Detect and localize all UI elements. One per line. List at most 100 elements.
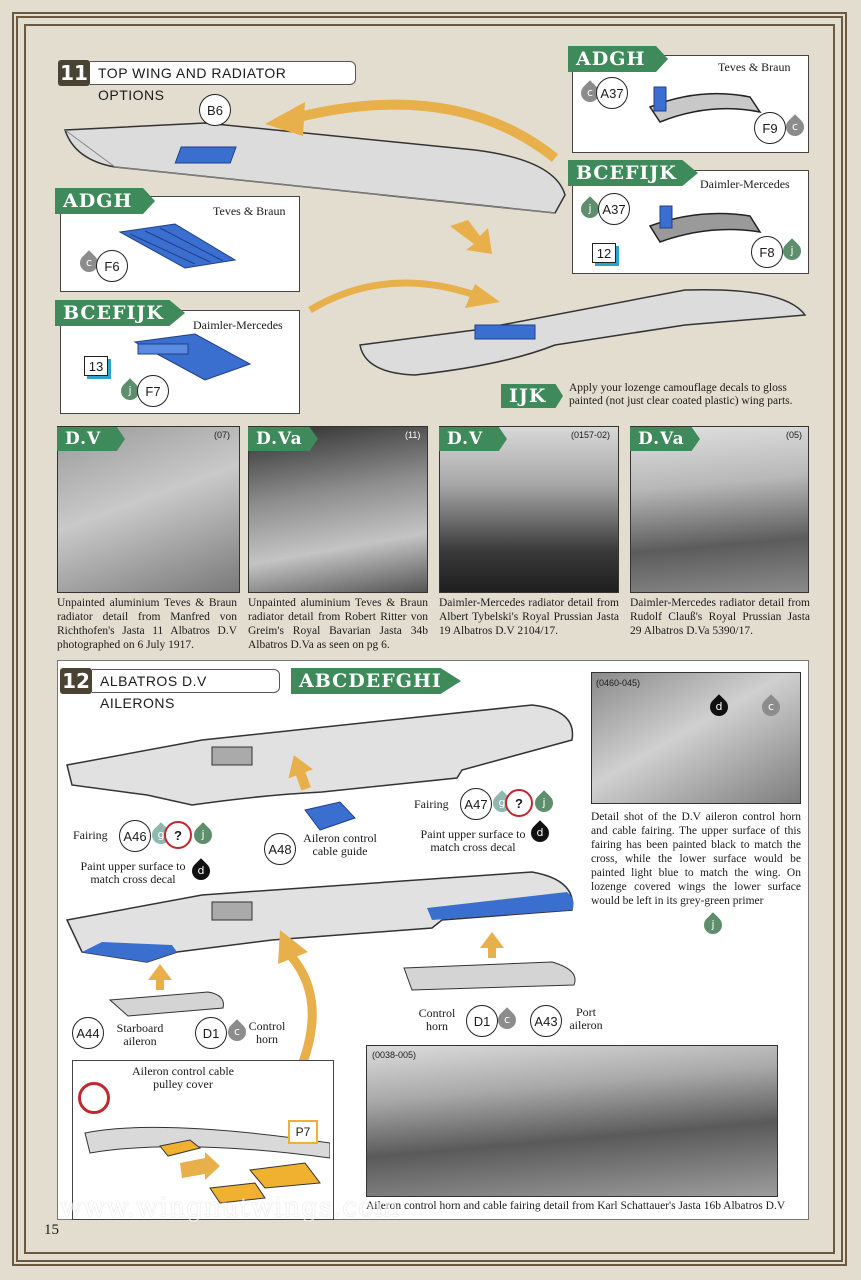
paint-left-color-d-label: d xyxy=(197,864,205,877)
part-a44-callout: A44 xyxy=(72,1017,104,1049)
photo-4-caption: Daimler-Mercedes radiator detail from Ru… xyxy=(630,597,810,637)
adgh-description: Teves & Braun xyxy=(213,204,286,218)
step-12-title: ALBATROS D.V AILERONS xyxy=(92,669,280,711)
step-11-number: 11 xyxy=(58,60,90,86)
part-a43-callout: A43 xyxy=(530,1005,562,1037)
photo-color-d-label: d xyxy=(715,700,723,713)
photo-3-caption: Daimler-Mercedes radiator detail from Al… xyxy=(439,597,619,637)
photo-4-ref: (05) xyxy=(786,430,803,440)
arrow-to-wing-underside xyxy=(308,279,500,314)
photo-2-caption: Unpainted aluminium Teves & Braun radiat… xyxy=(248,597,428,651)
pulley-cover-title: Aileron control cable pulley cover xyxy=(132,1064,234,1091)
a47-question-mark: ? xyxy=(505,789,533,817)
decal-13-callout: 13 xyxy=(84,356,108,376)
top-wing-underside-illustration xyxy=(359,288,807,376)
photo-color-c-label: c xyxy=(767,700,775,713)
part-f6-callout: F6 xyxy=(96,250,128,282)
step-11-title: TOP WING AND RADIATOR OPTIONS xyxy=(90,61,356,103)
part-b6-callout: B6 xyxy=(199,94,231,126)
lower-wing-ailerons-view xyxy=(65,871,574,963)
arrow-top-wing xyxy=(265,99,559,162)
inset2-color-j-label-2: j xyxy=(790,244,794,257)
paint-upper-right: Paint upper surface to match cross decal xyxy=(420,827,526,854)
inset1-color-c-label: c xyxy=(586,86,594,99)
step-12-number: 12 xyxy=(60,668,92,694)
teves-braun-radiator-part xyxy=(118,223,237,269)
inset1-color-c-label-2: c xyxy=(791,120,799,133)
arrow-down-right xyxy=(450,220,492,254)
part-p7-callout: P7 xyxy=(288,1120,318,1144)
control-horn-right-label: Control horn xyxy=(418,1006,456,1033)
part-a46-callout: A46 xyxy=(119,820,151,852)
ijk-tag: IJK xyxy=(501,384,563,408)
inset2-color-j-label: j xyxy=(588,202,592,215)
photo-4-tag: D.Va xyxy=(630,427,700,451)
pulley-cover-illustration xyxy=(84,1126,330,1204)
d1-right-color-c-label: c xyxy=(503,1013,511,1026)
arrow-port xyxy=(480,932,504,958)
schattauer-photo-ref: (0038-005) xyxy=(372,1050,417,1060)
a46-color-j-label: j xyxy=(201,828,205,841)
bcefijk-inset-description: Daimler-Mercedes xyxy=(700,177,790,191)
a46-color-g-label: g xyxy=(157,828,165,841)
control-horn-left-label: Control horn xyxy=(248,1019,286,1046)
adgh-tag: ADGH xyxy=(55,188,155,214)
photo-4 xyxy=(630,426,809,593)
inset2-part-a37: A37 xyxy=(598,193,630,225)
photo-3-ref: (0157-02) xyxy=(571,430,611,440)
aileron-horn-photo-caption: Detail shot of the D.V aileron control h… xyxy=(591,811,801,907)
step-12-tag: ABCDEFGHI xyxy=(291,668,461,694)
primer-color-j-label: j xyxy=(711,918,715,931)
part-d1-left-callout: D1 xyxy=(195,1017,227,1049)
color-j-label: j xyxy=(128,384,132,397)
photo-1-ref: (07) xyxy=(214,430,231,440)
a47-color-j-label: j xyxy=(542,796,546,809)
arrow-starboard xyxy=(148,964,172,990)
d1-left-color-c-label: c xyxy=(233,1025,241,1038)
inset2-part-f8: F8 xyxy=(751,236,783,268)
paint-upper-left: Paint upper surface to match cross decal xyxy=(80,859,186,886)
adgh-inset-tag: ADGH xyxy=(568,46,668,72)
inset2-decal-12: 12 xyxy=(592,243,616,263)
paint-right-color-d-label: d xyxy=(536,826,544,839)
starboard-aileron-label: Starboard aileron xyxy=(116,1021,164,1048)
bcefijk-tag: BCEFIJK xyxy=(55,300,185,326)
fairing-right-label: Fairing xyxy=(414,797,449,811)
a47-color-g-label: g xyxy=(498,796,506,809)
part-f7-callout: F7 xyxy=(137,375,169,407)
arrow-a48 xyxy=(288,755,313,791)
photo-2-ref: (11) xyxy=(405,430,421,440)
photo-2-tag: D.Va xyxy=(248,427,318,451)
no-glue-icon xyxy=(78,1082,110,1114)
bcefijk-description: Daimler-Mercedes xyxy=(193,318,283,332)
starboard-aileron-part xyxy=(108,991,224,1017)
a46-question-mark: ? xyxy=(164,821,192,849)
aileron-horn-photo-ref: (0460-045) xyxy=(596,678,641,688)
adgh-inset-radiator-illustration xyxy=(648,86,762,123)
lower-wing-upper-view xyxy=(66,704,574,806)
schattauer-photo-caption: Aileron control horn and cable fairing d… xyxy=(366,1200,786,1212)
photo-1 xyxy=(57,426,240,593)
color-c-label: c xyxy=(85,256,93,269)
page-frame-outer xyxy=(12,12,847,1266)
bcefijk-inset-tag: BCEFIJK xyxy=(568,160,698,186)
port-aileron-part xyxy=(403,961,576,991)
cable-guide-part xyxy=(304,801,356,831)
photo-1-tag: D.V xyxy=(57,427,125,451)
fairing-left-label: Fairing xyxy=(73,828,108,842)
page-number: 15 xyxy=(44,1222,59,1238)
photo-2 xyxy=(248,426,428,593)
part-a48-callout: A48 xyxy=(264,833,296,865)
bcefijk-inset-radiator-illustration xyxy=(648,205,762,243)
part-a47-callout: A47 xyxy=(460,788,492,820)
adgh-inset-description: Teves & Braun xyxy=(718,60,791,74)
schattauer-photo xyxy=(366,1045,778,1197)
arrow-pulley-cover xyxy=(278,930,317,1077)
photo-3 xyxy=(439,426,619,593)
aileron-horn-photo xyxy=(591,672,801,804)
inset1-part-a37: A37 xyxy=(596,77,628,109)
a48-label: Aileron control cable guide xyxy=(303,831,377,858)
daimler-mercedes-radiator-part xyxy=(133,333,252,381)
port-aileron-label: Port aileron xyxy=(569,1005,603,1032)
watermark: www.wingnutwings.com xyxy=(60,1193,401,1223)
